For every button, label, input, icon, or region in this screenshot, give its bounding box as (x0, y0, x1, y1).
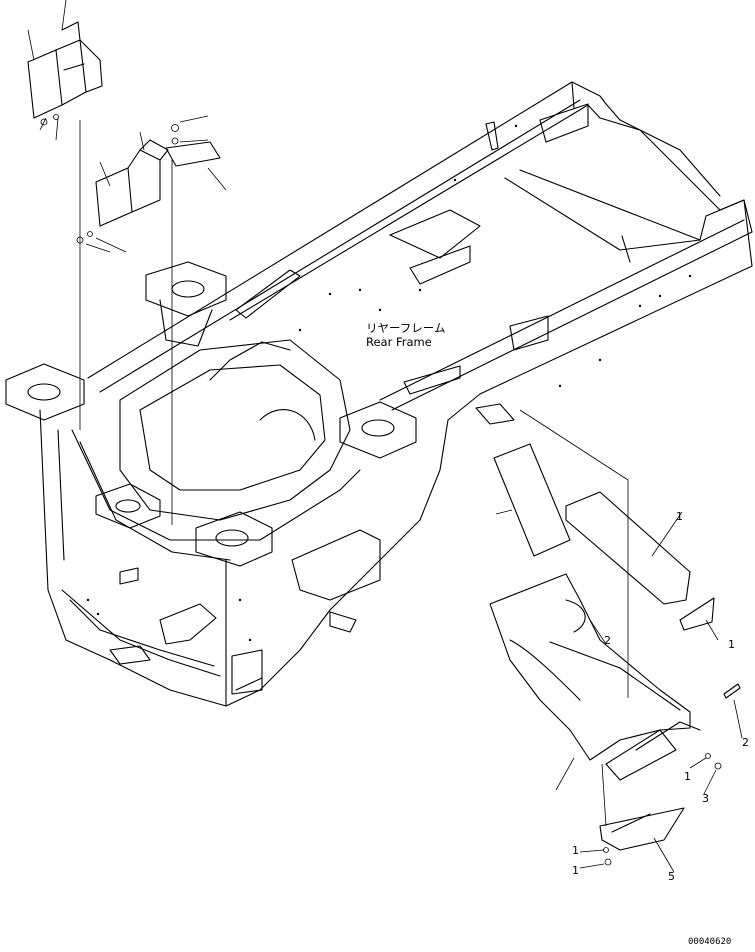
title-english: Rear Frame (366, 335, 432, 349)
callout-5: 1 (684, 770, 691, 783)
rear-frame-body (5, 81, 753, 707)
title-japanese: リヤーフレーム (366, 321, 445, 335)
callout-6: 3 (702, 792, 709, 805)
callout-4: 2 (604, 634, 611, 647)
upper-bracket-assembly (27, 21, 221, 525)
side-cover-plates (475, 403, 741, 866)
callout-7: 1 (572, 844, 579, 857)
drawing-number: 00040620 (688, 937, 731, 947)
callout-1: 1 (676, 510, 683, 523)
callout-8: 1 (572, 864, 579, 877)
callout-2: 1 (728, 638, 735, 651)
callout-leaders (27, 0, 743, 873)
callout-3: 2 (742, 736, 749, 749)
callout-9: 5 (668, 870, 675, 883)
